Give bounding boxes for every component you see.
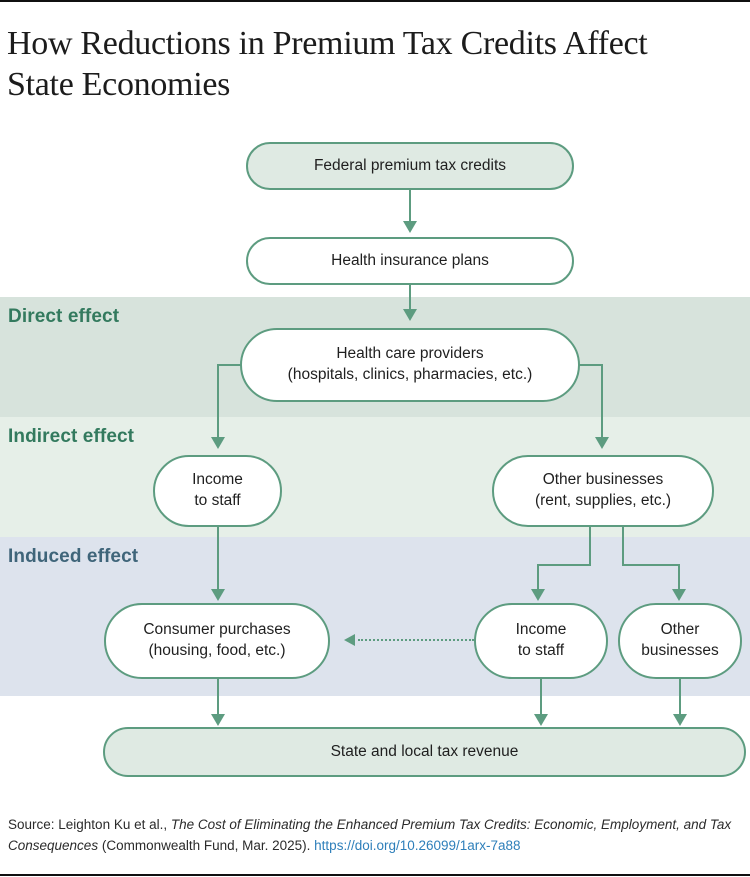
arrowhead-providers-to-income-staff [211,437,225,449]
node-income-to-staff-induced-line2: to staff [517,642,565,659]
connector-other-businesses-left-v2 [537,564,539,589]
node-income-to-staff-indirect-line1: Income [192,471,243,489]
connector-federal-to-insurance [409,190,411,221]
connector-other-businesses-left-h [538,564,591,566]
connector-consumer-to-revenue [217,679,219,714]
connector-other-businesses-left-v1 [589,527,591,566]
connector-providers-to-other-businesses-v [601,364,603,437]
node-consumer-purchases-line2: (housing, food, etc.) [148,642,286,659]
node-other-businesses-indirect-line1: Other businesses [542,471,664,489]
connector-insurance-to-providers [409,285,411,309]
source-report-title: The Cost of Eliminating the Enhanced Pre… [8,817,732,853]
node-other-businesses-induced-line2: businesses [641,642,719,659]
connector-other-businesses-induced-to-revenue [679,679,681,714]
connector-other-businesses-right-v1 [622,527,624,566]
page-title-line1: How Reductions in Premium Tax Credits Af… [7,25,648,62]
top-rule [0,0,750,2]
arrowhead-other-businesses-to-other-businesses [672,589,686,601]
node-income-to-staff-induced: Income to staff [474,603,608,679]
connector-providers-to-income-staff-v [217,364,219,437]
dotted-connector-income-staff-to-consumer [358,639,474,641]
node-federal-premium-tax-credits-label: Federal premium tax credits [313,156,507,174]
node-consumer-purchases: Consumer purchases (housing, food, etc.) [104,603,330,679]
source-note: Source: Leighton Ku et al., The Cost of … [8,815,738,857]
node-health-care-providers-line1: Health care providers [336,345,484,363]
arrowhead-providers-to-other-businesses [595,437,609,449]
source-publisher: (Commonwealth Fund, Mar. 2025). [98,837,315,853]
source-prefix: Source: Leighton Ku et al., [8,817,171,832]
page-title: How Reductions in Premium Tax Credits Af… [7,24,727,106]
arrowhead-consumer-to-revenue [211,714,225,726]
connector-income-staff-induced-to-revenue [540,679,542,714]
node-health-insurance-plans-label: Health insurance plans [331,251,489,269]
node-federal-premium-tax-credits: Federal premium tax credits [246,142,574,190]
connector-providers-to-other-businesses-h [579,364,602,366]
node-other-businesses-induced-line1: Other [660,621,700,639]
band-direct-effect-label: Direct effect [8,306,120,327]
node-other-businesses-indirect-line2: (rent, supplies, etc.) [534,492,672,509]
arrowhead-other-businesses-induced-to-revenue [673,714,687,726]
arrowhead-dotted-left [344,634,355,646]
node-income-to-staff-indirect-line2: to staff [194,492,241,509]
arrowhead-income-staff-to-consumer [211,589,225,601]
connector-providers-to-income-staff-h [218,364,241,366]
node-consumer-purchases-line1: Consumer purchases [143,621,291,639]
node-health-care-providers: Health care providers (hospitals, clinic… [240,328,580,402]
node-income-to-staff-indirect: Income to staff [153,455,282,527]
node-health-insurance-plans: Health insurance plans [246,237,574,285]
node-income-to-staff-induced-line1: Income [515,621,567,639]
arrowhead-income-staff-induced-to-revenue [534,714,548,726]
connector-other-businesses-right-h [622,564,680,566]
arrowhead-insurance-to-providers [403,309,417,321]
node-other-businesses-induced: Other businesses [618,603,742,679]
node-other-businesses-indirect: Other businesses (rent, supplies, etc.) [492,455,714,527]
connector-other-businesses-right-v2 [678,564,680,589]
band-indirect-effect-label: Indirect effect [8,426,135,447]
node-health-care-providers-line2: (hospitals, clinics, pharmacies, etc.) [287,366,533,383]
connector-income-staff-to-consumer [217,527,219,589]
source-doi-link[interactable]: https://doi.org/10.26099/1arx-7a88 [314,837,521,853]
node-state-local-tax-revenue: State and local tax revenue [103,727,746,777]
bottom-rule [0,874,750,876]
arrowhead-other-businesses-to-income-staff [531,589,545,601]
arrowhead-federal-to-insurance [403,221,417,233]
page-title-line2: State Economies [7,65,231,103]
node-state-local-tax-revenue-label: State and local tax revenue [330,742,519,760]
band-induced-effect-label: Induced effect [8,546,139,567]
